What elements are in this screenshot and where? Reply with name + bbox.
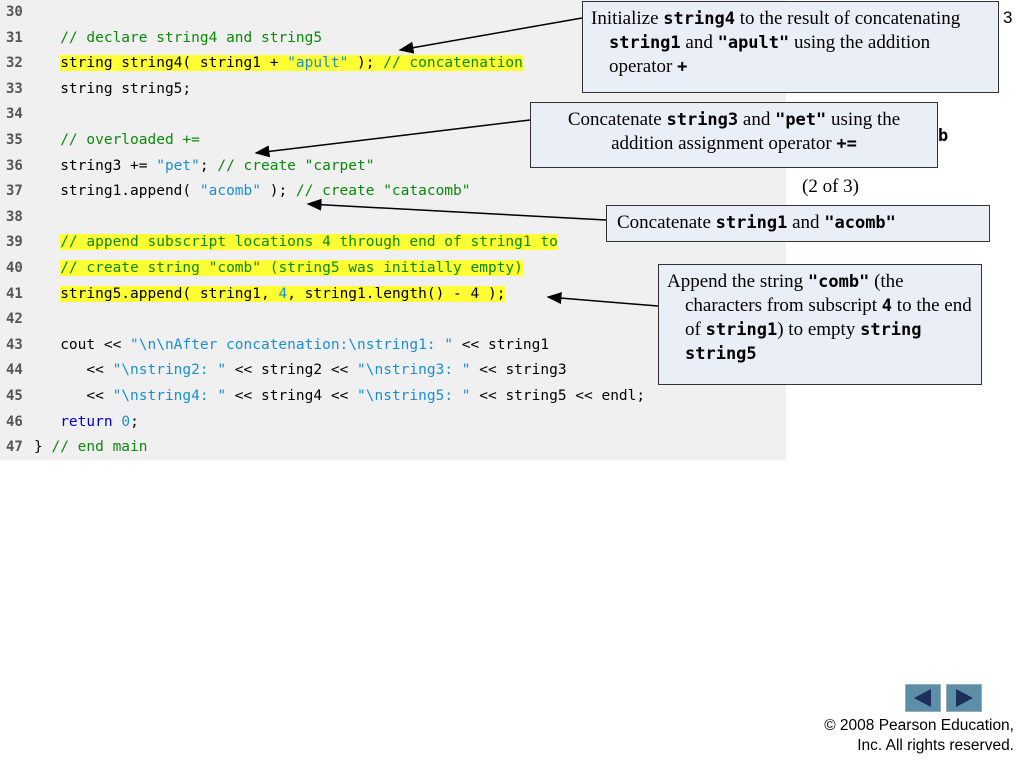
code-token: "\nstring4: " xyxy=(112,388,227,404)
code-token: // create "catacomb" xyxy=(295,183,471,200)
code-token xyxy=(34,234,60,250)
code-text: string string4( string1 + "apult" ); // … xyxy=(34,51,523,76)
code-text: string3 += "pet"; // create "carpet" xyxy=(34,154,374,179)
code-text: return 0; xyxy=(34,410,139,435)
code-token: string1.append( xyxy=(34,183,200,200)
code-token: ); xyxy=(260,183,296,200)
callout-string5: Append the string "comb" (the characters… xyxy=(658,264,982,385)
line-number: 47 xyxy=(6,439,23,456)
line-number: 41 xyxy=(6,285,23,302)
code-token: , string1.length() - 4 ); xyxy=(287,285,506,302)
code-token: << string4 << xyxy=(226,388,358,404)
left-triangle-icon xyxy=(914,689,931,707)
code-token: << xyxy=(34,362,113,379)
code-token: // overloaded += xyxy=(60,132,200,148)
code-token: "apult" xyxy=(287,55,349,72)
code-token: string string4( string1 + xyxy=(60,55,288,72)
slide-number: 3 xyxy=(1003,8,1013,27)
code-token: // declare string4 and string5 xyxy=(60,29,323,46)
code-token: } xyxy=(34,439,52,456)
code-text: } // end main xyxy=(34,435,148,460)
code-text: << "\nstring2: " << string2 << "\nstring… xyxy=(34,358,567,383)
code-token xyxy=(34,414,60,430)
previous-slide-button[interactable] xyxy=(905,684,941,712)
code-token: << string3 xyxy=(470,362,567,379)
code-token: "\n\nAfter concatenation:\nstring1: " xyxy=(130,336,454,353)
code-token: 0 xyxy=(121,413,131,430)
code-token: << string5 << endl; xyxy=(470,388,646,404)
code-token: return xyxy=(60,413,113,430)
code-token: string3 += xyxy=(34,157,157,174)
code-token xyxy=(34,260,60,276)
line-number: 31 xyxy=(6,29,23,46)
line-number: 45 xyxy=(6,388,23,404)
line-number: 42 xyxy=(6,311,23,328)
line-number: 46 xyxy=(6,413,23,430)
code-token: ; xyxy=(130,413,139,430)
code-text: cout << "\n\nAfter concatenation:\nstrin… xyxy=(34,333,549,358)
code-token: << string1 xyxy=(453,336,550,353)
code-token: "acomb" xyxy=(199,183,261,200)
line-number: 35 xyxy=(6,132,23,148)
code-token: // append subscript locations 4 through … xyxy=(60,234,558,251)
code-token: // create string "comb" (string5 was ini… xyxy=(60,260,523,276)
line-number: 40 xyxy=(6,260,23,276)
code-token: "pet" xyxy=(156,157,200,174)
line-number: 39 xyxy=(6,234,23,251)
code-text: << "\nstring4: " << string4 << "\nstring… xyxy=(34,384,645,409)
code-token: // concatenation xyxy=(383,55,523,72)
line-number: 32 xyxy=(6,55,23,72)
code-text: // create string "comb" (string5 was ini… xyxy=(34,256,523,281)
next-slide-button[interactable] xyxy=(946,684,982,712)
line-number: 36 xyxy=(6,157,23,174)
line-number: 37 xyxy=(6,183,23,200)
copyright-line-1: © 2008 Pearson Education, xyxy=(824,717,1014,734)
code-token: 4 xyxy=(278,285,288,302)
copyright-notice: © 2008 Pearson Education, Inc. All right… xyxy=(824,716,1014,756)
code-text: string5.append( string1, 4, string1.leng… xyxy=(34,282,506,307)
code-token: ; xyxy=(199,157,218,174)
code-text: // overloaded += xyxy=(34,128,200,153)
line-number: 38 xyxy=(6,208,23,225)
line-number: 44 xyxy=(6,362,23,379)
code-token: // create "carpet" xyxy=(217,157,375,174)
copyright-line-2: Inc. All rights reserved. xyxy=(857,737,1014,754)
page-indicator: (2 of 3) xyxy=(802,176,859,197)
line-number: 30 xyxy=(6,4,23,20)
code-token: << xyxy=(34,388,113,404)
code-token: // end main xyxy=(51,439,148,456)
code-token xyxy=(34,132,60,148)
partial-glyph: b xyxy=(938,126,949,146)
code-token: string string5; xyxy=(34,80,192,97)
code-text: // declare string4 and string5 xyxy=(34,26,322,51)
code-text: string string5; xyxy=(34,77,191,102)
callout-string4: Initialize string4 to the result of conc… xyxy=(582,1,999,93)
right-triangle-icon xyxy=(956,689,973,707)
code-token: "\nstring3: " xyxy=(357,362,471,379)
code-token: cout << xyxy=(34,336,131,353)
line-number: 43 xyxy=(6,336,23,353)
callout-string1: Concatenate string1 and "acomb" xyxy=(606,205,990,242)
code-token: ); xyxy=(348,55,384,72)
callout-string3: Concatenate string3 and "pet" using the … xyxy=(530,102,938,168)
code-token: "\nstring2: " xyxy=(112,362,227,379)
code-token: << string2 << xyxy=(226,362,358,379)
line-number: 33 xyxy=(6,80,23,97)
code-token: string5.append( string1, xyxy=(60,285,279,302)
line-number: 34 xyxy=(6,106,23,123)
code-token xyxy=(34,30,60,46)
code-text: string1.append( "acomb" ); // create "ca… xyxy=(34,179,471,204)
code-text: // append subscript locations 4 through … xyxy=(34,230,558,255)
code-token: "\nstring5: " xyxy=(357,388,471,404)
